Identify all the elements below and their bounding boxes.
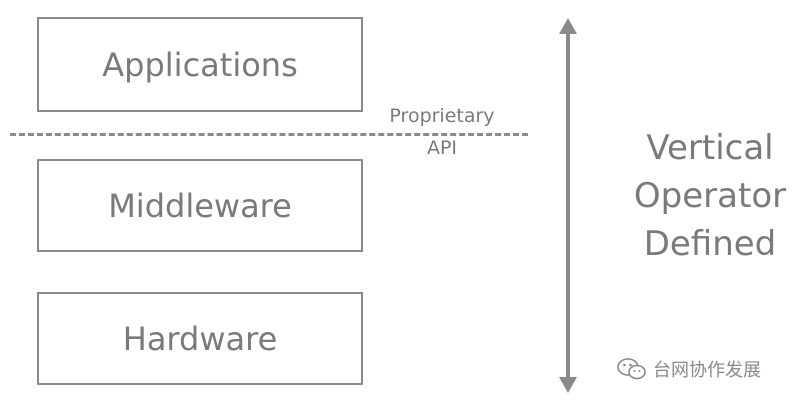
vertical-double-arrow [559, 18, 577, 393]
api-label-line1: Proprietary [389, 105, 495, 127]
hardware-layer-box: Hardware [37, 292, 363, 385]
wechat-icon [617, 358, 646, 380]
side-label-line2: Operator [633, 176, 787, 216]
watermark: 台网协作发展 [617, 354, 761, 384]
api-boundary-dashed-line [10, 133, 528, 136]
side-label-line1: Vertical [646, 128, 774, 168]
api-label-line2: API [426, 137, 458, 159]
side-label-line3: Defined [643, 224, 777, 264]
applications-label: Applications [102, 45, 298, 84]
applications-layer-box: Applications [37, 17, 363, 112]
middleware-label: Middleware [108, 186, 292, 225]
hardware-label: Hardware [122, 319, 278, 358]
middleware-layer-box: Middleware [37, 159, 363, 252]
watermark-text: 台网协作发展 [653, 360, 761, 381]
